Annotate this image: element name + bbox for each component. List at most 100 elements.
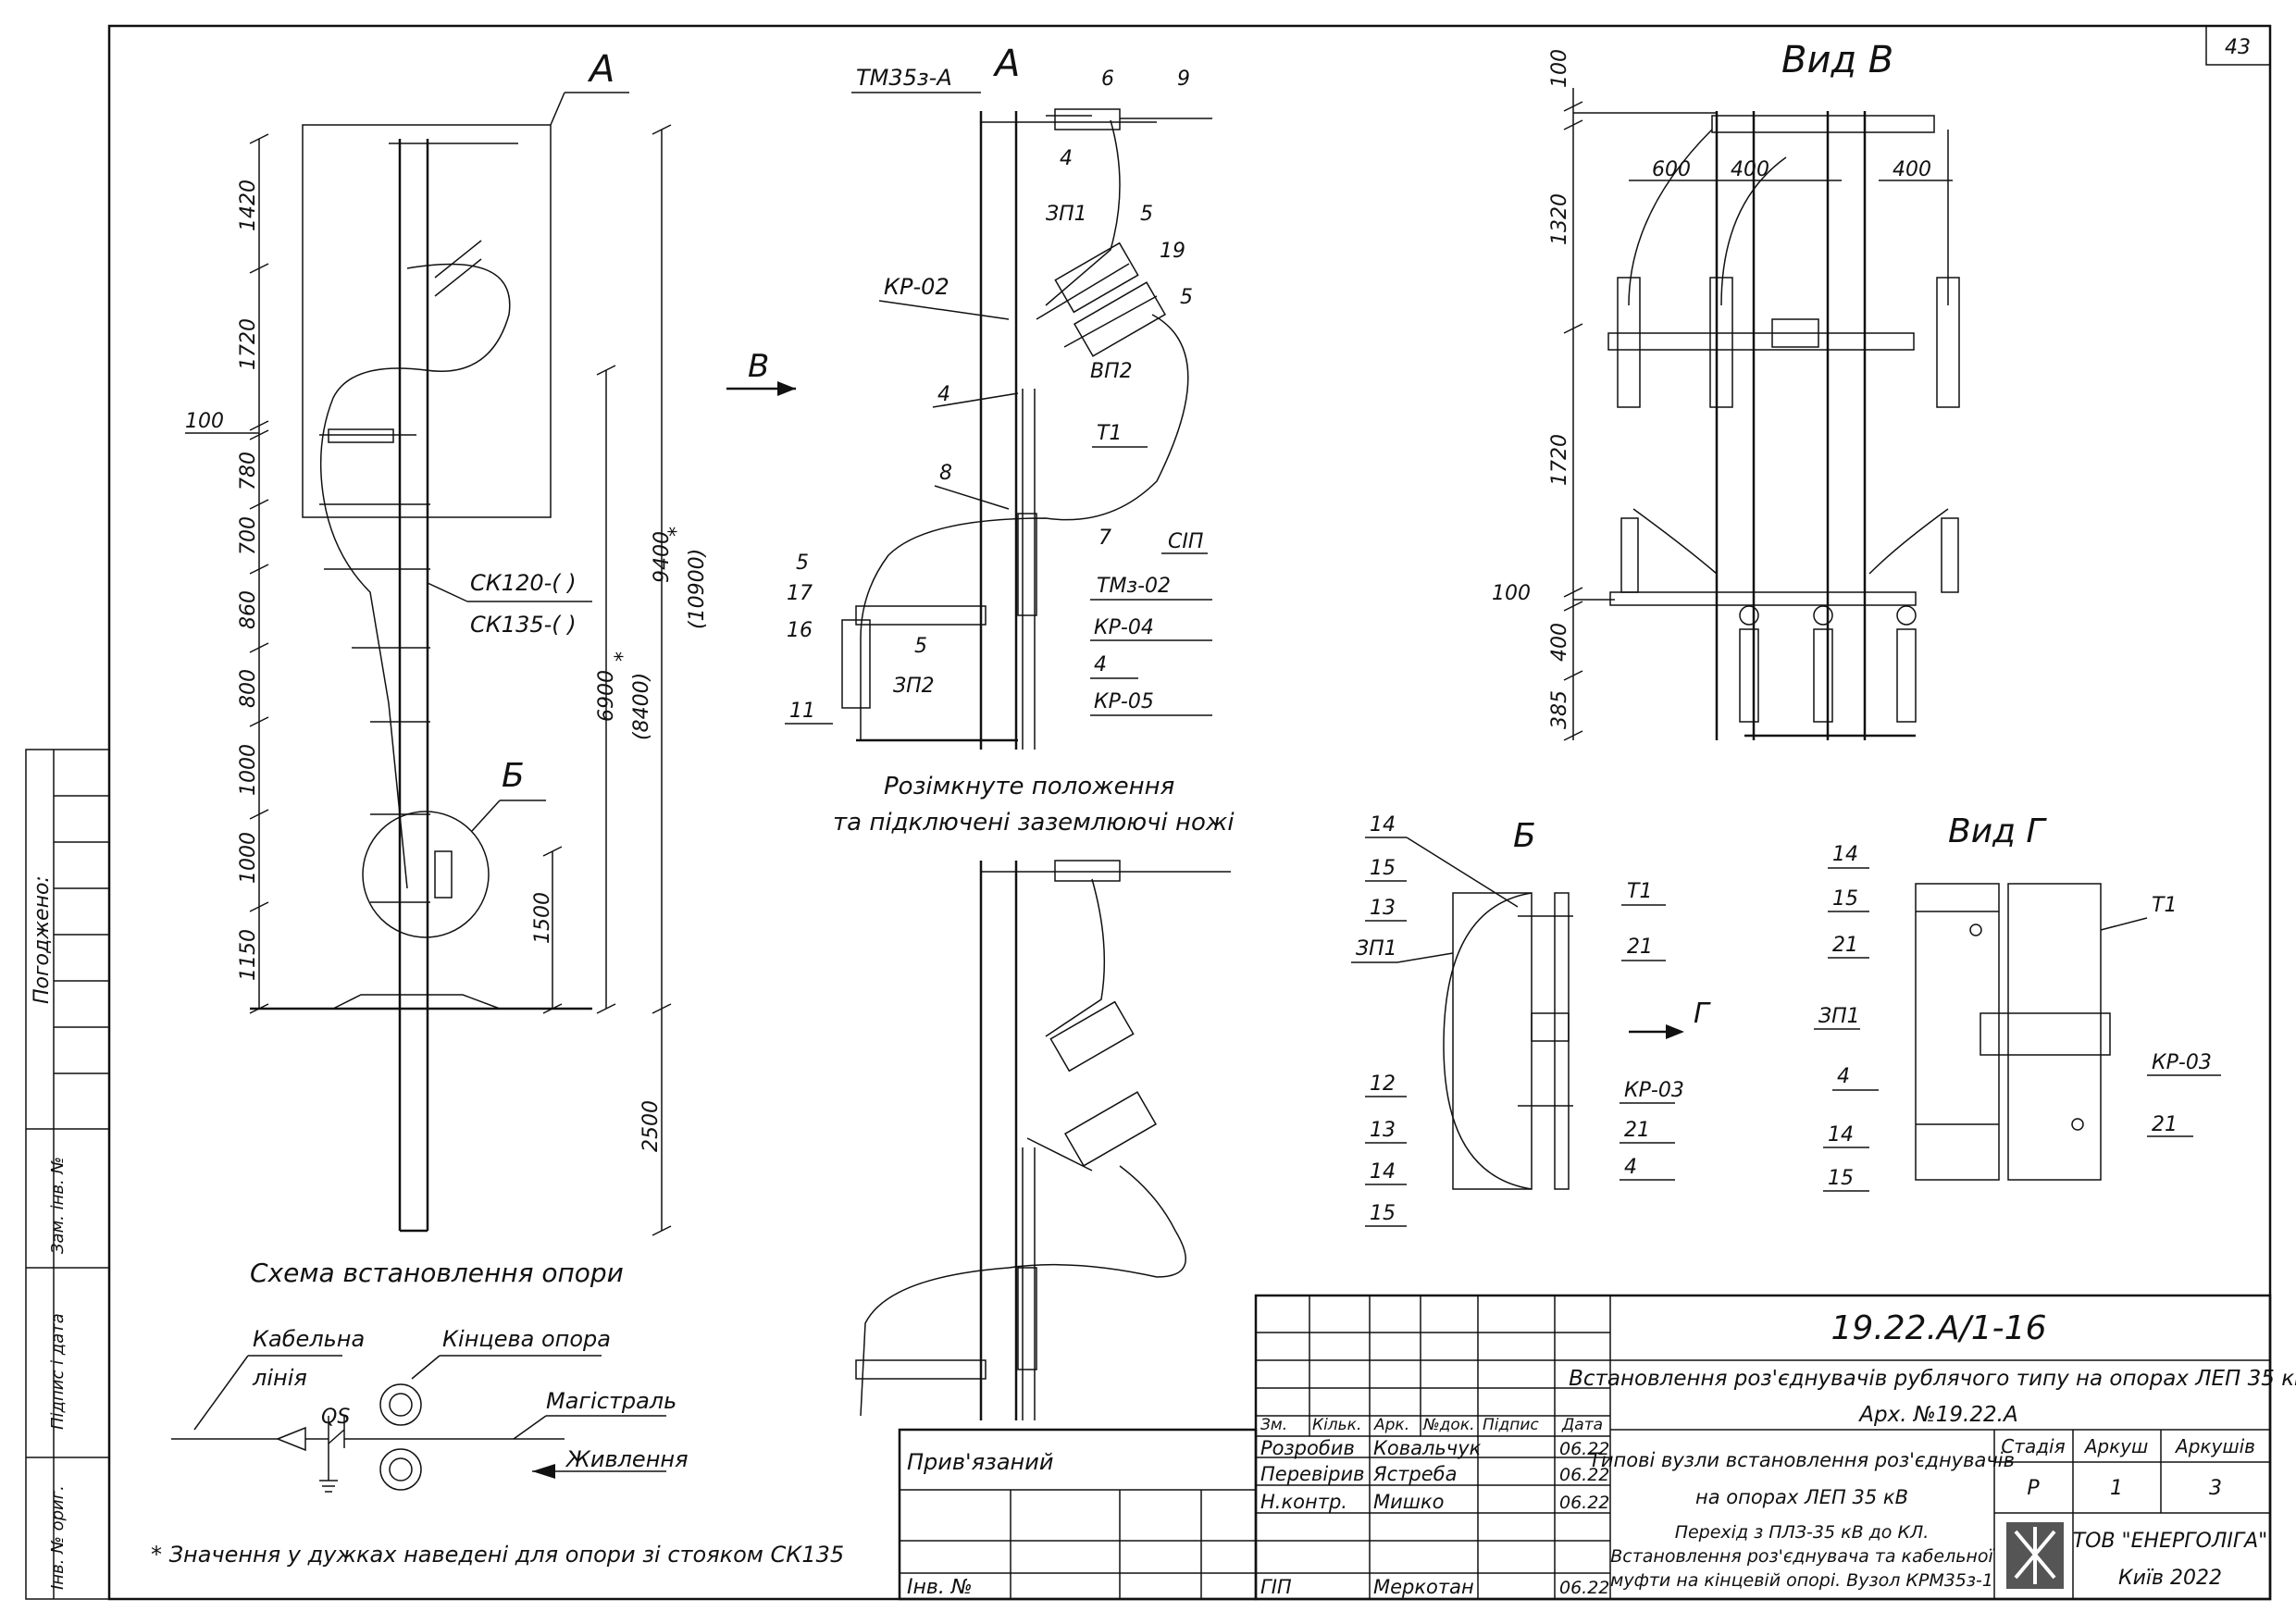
label-4c: 4 bbox=[1094, 653, 1107, 676]
view-a-open bbox=[855, 860, 1231, 1420]
label-kr-05: КР-05 bbox=[1094, 690, 1154, 713]
tb-sub-2: Встановлення роз'єднувача та кабельної bbox=[1610, 1546, 1995, 1567]
company-logo bbox=[2006, 1522, 2064, 1589]
detail-b-zp1: ЗП1 bbox=[1356, 937, 1397, 961]
tb-sheets: 3 bbox=[2209, 1477, 2222, 1500]
view-v-dim-100b: 100 bbox=[1492, 582, 1531, 605]
tb-role-2: Перевірив bbox=[1260, 1463, 1365, 1485]
dim-8400: (8400) bbox=[630, 673, 653, 740]
dim-9400-star: * bbox=[665, 527, 689, 537]
sl-cable-1: Кабельна bbox=[253, 1326, 365, 1352]
label-17: 17 bbox=[787, 582, 813, 605]
tb-h-kilk: Кільк. bbox=[1312, 1416, 1361, 1434]
arrow-v-label: В bbox=[748, 348, 769, 385]
dim-6900-star: * bbox=[612, 651, 635, 662]
label-kr-02: КР-02 bbox=[884, 274, 949, 300]
detail-b-g-arrow: Г bbox=[1694, 998, 1711, 1030]
view-v-dim-1320: 1320 bbox=[1548, 193, 1571, 245]
dim-6900: 6900 bbox=[595, 670, 618, 722]
label-sk120: СК120-( ) bbox=[470, 570, 577, 596]
label-5d: 5 bbox=[914, 635, 927, 658]
label-tmz-02: ТМз-02 bbox=[1097, 575, 1171, 598]
tb-sub-3: муфти на кінцевій опорі. Вузол КРМ35з-1 bbox=[1610, 1570, 1993, 1591]
sl-cable-2: лінія bbox=[252, 1365, 307, 1391]
label-19: 19 bbox=[1160, 240, 1185, 263]
tb-privyazanyi: Прив'язаний bbox=[907, 1449, 1053, 1475]
view-g-title: Вид Г bbox=[1948, 812, 2047, 850]
tb-code: 19.22.А/1-16 bbox=[1831, 1309, 2047, 1347]
label-kr-04: КР-04 bbox=[1094, 616, 1154, 639]
dim-9400: 9400 bbox=[651, 531, 674, 583]
view-g-t1: Т1 bbox=[2152, 894, 2177, 917]
dim-left-1000a: 1000 bbox=[237, 744, 260, 796]
tb-h-data: Дата bbox=[1561, 1416, 1603, 1434]
dim-left-1000b: 1000 bbox=[237, 832, 260, 884]
tb-role-3: Н.контр. bbox=[1260, 1491, 1347, 1513]
view-v-dim-400a: 400 bbox=[1731, 158, 1769, 181]
tb-h-pidpys: Підпис bbox=[1483, 1416, 1539, 1434]
detail-b-14a: 14 bbox=[1370, 813, 1396, 837]
tb-sheet: 1 bbox=[2110, 1477, 2123, 1500]
scheme-detail-a: А bbox=[587, 48, 614, 91]
detail-b-21b: 21 bbox=[1624, 1119, 1650, 1142]
label-5c: 5 bbox=[796, 552, 809, 575]
label-6: 6 bbox=[1101, 68, 1114, 91]
detail-b-15a: 15 bbox=[1370, 857, 1396, 880]
label-tm35z-a: ТМ35з-А bbox=[856, 65, 952, 91]
detail-b-13a: 13 bbox=[1370, 897, 1396, 920]
view-g-15b: 15 bbox=[1828, 1167, 1854, 1190]
tb-doc-title-1: Типові вузли встановлення роз'єднувачів bbox=[1589, 1449, 2015, 1471]
detail-b-15b: 15 bbox=[1370, 1202, 1396, 1225]
label-8: 8 bbox=[939, 462, 952, 485]
open-caption-2: та підключені заземлюючі ножі bbox=[833, 809, 1235, 837]
dim-left-860: 860 bbox=[237, 590, 260, 629]
detail-b-kr-03: КР-03 bbox=[1624, 1079, 1684, 1102]
tb-inv-no: Інв. № bbox=[907, 1576, 973, 1599]
view-v-dim-1720: 1720 bbox=[1548, 434, 1571, 486]
label-zp2: ЗП2 bbox=[893, 675, 935, 698]
view-v-dim-100a: 100 bbox=[1548, 49, 1571, 88]
dim-left-100: 100 bbox=[185, 410, 224, 433]
side-pogodzheno: Погоджено: bbox=[31, 875, 54, 1004]
tb-sheet-h: Аркуш bbox=[2083, 1435, 2149, 1457]
view-v: Вид В 100 600 400 400 bbox=[1492, 39, 1960, 741]
tb-date-3: 06.22 bbox=[1559, 1493, 1609, 1513]
view-a-closed: А В ТМ35з-А 6 9 4 ЗП1 5 19 КР-02 5 ВП2 4 bbox=[726, 43, 1212, 750]
single-line-diagram: Кабельна лінія QS Кінцева опора Магістра… bbox=[171, 1326, 689, 1493]
label-vp2: ВП2 bbox=[1090, 360, 1133, 383]
label-7: 7 bbox=[1098, 527, 1111, 550]
view-g-14b: 14 bbox=[1828, 1123, 1854, 1147]
view-g-zp1: ЗП1 bbox=[1818, 1005, 1860, 1028]
view-v-dim-600: 600 bbox=[1652, 158, 1691, 181]
scheme-caption: Схема встановлення опори bbox=[250, 1258, 624, 1288]
tb-role-1: Розробив bbox=[1260, 1437, 1355, 1459]
tb-company: ТОВ "ЕНЕРГОЛІГА" bbox=[2073, 1530, 2268, 1553]
detail-b-4: 4 bbox=[1624, 1156, 1637, 1179]
detail-b-12: 12 bbox=[1370, 1072, 1396, 1096]
label-t1: Т1 bbox=[1097, 422, 1122, 445]
view-v-title: Вид В bbox=[1781, 39, 1893, 81]
open-caption-1: Розімкнуте положення bbox=[884, 773, 1174, 800]
footnote: * Значення у дужках наведені для опори з… bbox=[151, 1542, 844, 1568]
tb-date-4: 06.22 bbox=[1559, 1578, 1609, 1598]
tb-h-ndok: №док. bbox=[1422, 1416, 1475, 1434]
scheme-detail-b: Б bbox=[502, 757, 525, 795]
side-pidpys-data: Підпис і дата bbox=[48, 1313, 68, 1430]
dim-left-1420: 1420 bbox=[237, 180, 260, 231]
label-5b: 5 bbox=[1180, 286, 1193, 309]
side-inv-orig: Інв. № ориг. bbox=[48, 1485, 68, 1590]
tb-name-2: Ястреба bbox=[1372, 1463, 1457, 1485]
tb-h-zm: Зм. bbox=[1260, 1416, 1287, 1434]
dim-left-1150: 1150 bbox=[237, 929, 260, 981]
side-strip: Погоджено: Зам. інв. № Підпис і дата Інв… bbox=[25, 749, 110, 1600]
detail-b-13b: 13 bbox=[1370, 1119, 1396, 1142]
label-4b: 4 bbox=[937, 383, 950, 406]
view-v-dim-400c: 400 bbox=[1548, 623, 1571, 662]
dim-10900: (10900) bbox=[686, 549, 709, 629]
side-zam-inv: Зам. інв. № bbox=[48, 1157, 68, 1254]
dim-left-780: 780 bbox=[237, 452, 260, 490]
tb-stage-h: Стадія bbox=[2001, 1435, 2065, 1457]
detail-b-14b: 14 bbox=[1370, 1160, 1396, 1184]
view-v-dim-400b: 400 bbox=[1893, 158, 1931, 181]
